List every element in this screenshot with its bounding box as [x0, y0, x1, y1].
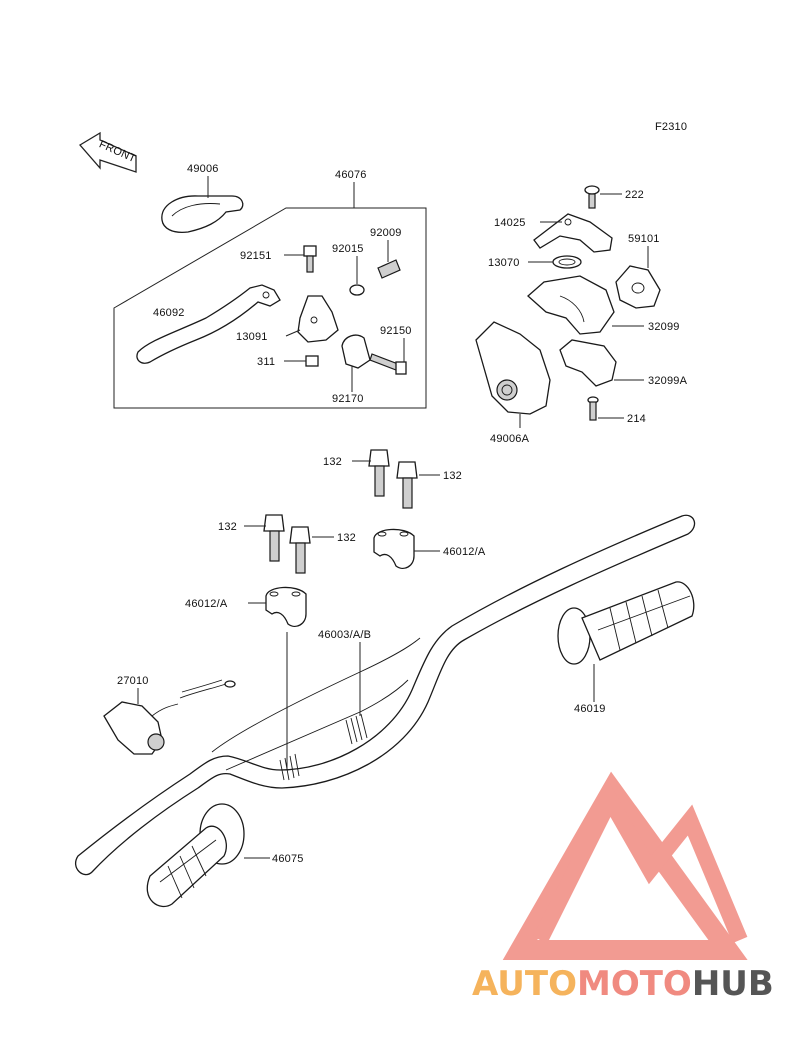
screw-222: [584, 185, 622, 209]
label-13091: 13091: [236, 331, 268, 343]
label-92150: 92150: [380, 325, 412, 337]
label-13070: 13070: [488, 257, 520, 269]
label-132-d: 132: [337, 532, 356, 544]
throttle-case-32099: [527, 275, 644, 335]
kill-switch-27010: [103, 679, 236, 755]
throttle-grip-46019: [557, 581, 695, 702]
nut-311: [284, 355, 319, 367]
bolt-132-c: [244, 514, 285, 562]
label-92015: 92015: [332, 243, 364, 255]
label-92170: 92170: [332, 393, 364, 405]
watermark-auto: AUTO: [472, 964, 577, 1004]
cable-guide-59101: [615, 246, 661, 309]
label-92009: 92009: [370, 227, 402, 239]
bolt-132-a: [352, 449, 390, 497]
label-14025: 14025: [494, 217, 526, 229]
label-222: 222: [625, 189, 644, 201]
svg-text:AUTOMOTOHUB: AUTOMOTOHUB: [472, 964, 774, 1004]
knurl-marks-right: [345, 713, 368, 745]
handlebar-46003: [75, 514, 696, 876]
label-214: 214: [627, 413, 646, 425]
knurl-marks-left: [279, 753, 300, 781]
cover-14025: [533, 213, 613, 253]
label-46003: 46003/A/B: [318, 629, 371, 641]
label-92151: 92151: [240, 250, 272, 262]
label-49006A: 49006A: [490, 433, 530, 445]
bolt-132-d: [289, 526, 334, 574]
grip-cover-49006: [161, 176, 244, 234]
bolt-92151: [284, 245, 317, 273]
washer-92015: [349, 256, 365, 296]
label-46012A-left: 46012/A: [185, 598, 228, 610]
lever-holder-13091: [285, 295, 339, 343]
label-132-c: 132: [218, 521, 237, 533]
label-132-a: 132: [323, 456, 342, 468]
watermark-logo-icon: [502, 771, 748, 960]
grip-pattern-left: [159, 839, 217, 899]
label-46092: 46092: [153, 307, 185, 319]
lever-assembly-box: [113, 182, 427, 409]
front-arrow-icon: FRONT: [79, 131, 138, 173]
label-59101: 59101: [628, 233, 660, 245]
handlebar-clamp-right: [373, 528, 440, 570]
screw-214: [587, 396, 624, 421]
handlebar-clamp-left: [248, 586, 307, 770]
adjuster-92009: [377, 240, 401, 279]
bolt-132-b: [396, 461, 440, 509]
clamp-92170: [341, 334, 371, 392]
label-311: 311: [257, 356, 275, 368]
grip-pattern-right: [597, 589, 691, 651]
label-49006: 49006: [187, 163, 219, 175]
throttle-cover-49006A: [475, 321, 551, 428]
label-46019: 46019: [574, 703, 606, 715]
figure-code: F2310: [655, 121, 687, 133]
watermark-moto: MOTO: [577, 964, 692, 1004]
label-32099A: 32099A: [648, 375, 688, 387]
clutch-lever-46092: [136, 284, 281, 364]
bolt-92150: [369, 338, 407, 375]
ring-13070: [528, 255, 582, 269]
throttle-case-32099A: [559, 339, 644, 387]
watermark-text: AUTOMOTOHUB: [472, 964, 774, 1004]
label-46012A-right: 46012/A: [443, 546, 486, 558]
watermark-hub: HUB: [692, 964, 774, 1004]
label-27010: 27010: [117, 675, 149, 687]
left-grip-46075: [146, 803, 270, 908]
label-46076: 46076: [335, 169, 367, 181]
label-46075: 46075: [272, 853, 304, 865]
label-132-b: 132: [443, 470, 462, 482]
label-32099: 32099: [648, 321, 680, 333]
